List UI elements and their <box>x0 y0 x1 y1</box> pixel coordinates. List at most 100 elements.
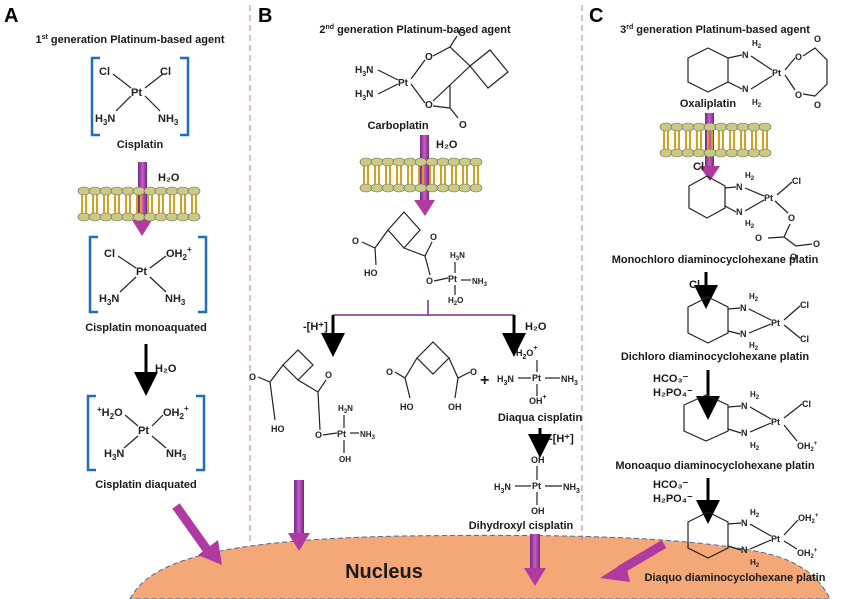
lipid-head <box>725 148 739 158</box>
lipid-tail <box>477 166 479 184</box>
svg-text:H3N: H3N <box>99 293 119 307</box>
lipid-tail <box>136 195 138 213</box>
lipid-tail <box>385 166 387 184</box>
svg-text:O: O <box>755 233 762 243</box>
lipid-tail <box>473 166 475 184</box>
ring-opened-intermediate: O HO O O Pt H3N NH3 H2O <box>352 211 488 307</box>
lipid-head <box>758 148 772 158</box>
lipid-head <box>392 183 406 193</box>
svg-text:N: N <box>740 303 747 313</box>
svg-text:H2: H2 <box>750 558 760 569</box>
reagent-c-cl-1: Cl <box>693 161 704 173</box>
reagent-c-h2po4-2: H₂PO₄⁻ <box>653 493 693 505</box>
svg-text:Pt: Pt <box>772 68 781 78</box>
svg-text:H2: H2 <box>750 508 760 519</box>
lipid-tail <box>103 195 105 213</box>
oxaliplatin-structure: N N H2 H2 Pt O O O O <box>687 34 828 110</box>
panel-letter-b: B <box>258 5 272 27</box>
svg-text:H3N: H3N <box>355 65 373 78</box>
svg-text:O: O <box>425 52 433 63</box>
lipid-tail <box>451 166 453 184</box>
svg-text:NH3: NH3 <box>563 482 580 495</box>
lipid-head <box>99 186 113 196</box>
lipid-tail <box>429 166 431 184</box>
nucleus-arrow-b-left <box>288 480 310 551</box>
svg-text:OH2+: OH2+ <box>797 548 818 560</box>
lipid-tail <box>674 131 676 149</box>
lipid-head <box>659 122 673 132</box>
svg-text:NH3: NH3 <box>166 448 187 462</box>
lipid-tail <box>107 195 109 213</box>
svg-text:O: O <box>352 236 359 246</box>
svg-text:Cl: Cl <box>802 399 811 409</box>
lipid-tail <box>125 195 127 213</box>
svg-text:Pt: Pt <box>771 534 780 544</box>
svg-text:OH2+: OH2+ <box>163 404 189 421</box>
svg-text:O: O <box>814 100 821 110</box>
label-carboplatin: Carboplatin <box>367 120 428 132</box>
svg-text:OH: OH <box>531 455 545 465</box>
svg-text:O: O <box>814 34 821 44</box>
lipid-tail <box>696 131 698 149</box>
svg-text:OH: OH <box>448 402 462 412</box>
monochloro-structure: N N H2 H2 Pt Cl O O O O <box>688 171 820 262</box>
lipid-tail <box>195 195 197 213</box>
svg-text:Pt: Pt <box>532 373 541 383</box>
svg-text:OH2+: OH2+ <box>798 513 819 525</box>
lipid-head <box>447 183 461 193</box>
reagent-c-hco3-2: HCO₃⁻ <box>653 479 689 491</box>
svg-text:N: N <box>742 84 749 94</box>
label-monoaquo: Monoaquo diaminocyclohexane platin <box>615 460 815 472</box>
reagent-b-h2o-right: H₂O <box>525 321 547 333</box>
lipid-head <box>692 148 706 158</box>
svg-text:Cl: Cl <box>104 248 115 260</box>
svg-text:O: O <box>795 90 802 100</box>
membrane-b <box>359 157 483 193</box>
lipid-head <box>370 183 384 193</box>
middle-product-structure: O HO O OH <box>386 341 477 412</box>
lipid-tail <box>173 195 175 213</box>
lipid-tail <box>374 166 376 184</box>
svg-text:NH3: NH3 <box>360 430 376 441</box>
lipid-head <box>370 157 384 167</box>
svg-text:Cl: Cl <box>800 300 809 310</box>
lipid-tail <box>389 166 391 184</box>
lipid-head <box>88 212 102 222</box>
lipid-tail <box>663 131 665 149</box>
lipid-head <box>469 183 483 193</box>
lipid-tail <box>762 131 764 149</box>
reagent-b-h2o-top: H₂O <box>436 139 458 151</box>
label-monochloro: Monochloro diaminocyclohexane platin <box>612 254 819 266</box>
lipid-tail <box>718 131 720 149</box>
lipid-tail <box>147 195 149 213</box>
lipid-tail <box>722 131 724 149</box>
lipid-head <box>747 148 761 158</box>
plus-sign: + <box>480 372 489 389</box>
reagent-a-h2o-1: H₂O <box>158 172 180 184</box>
lipid-head <box>154 212 168 222</box>
reagent-b-h-bottom: -[H⁺] <box>549 433 574 445</box>
reagent-c-hco3-1: HCO₃⁻ <box>653 373 689 385</box>
label-diaqua-cisplatin: Diaqua cisplatin <box>498 412 583 424</box>
entry-arrow-c <box>705 113 714 168</box>
svg-text:HO: HO <box>364 268 378 278</box>
lipid-head <box>436 157 450 167</box>
lipid-tail <box>744 131 746 149</box>
lipid-head <box>165 212 179 222</box>
svg-text:O: O <box>426 276 433 286</box>
monoaquo-structure: N N H2 H2 Pt Cl OH2+ <box>683 390 818 453</box>
lipid-tail <box>158 195 160 213</box>
label-dihydroxyl-cisplatin: Dihydroxyl cisplatin <box>469 520 574 532</box>
svg-text:H3N: H3N <box>338 404 353 415</box>
svg-text:H2: H2 <box>752 39 762 50</box>
svg-text:O: O <box>430 232 437 242</box>
lipid-head <box>681 148 695 158</box>
svg-text:H2: H2 <box>750 390 760 401</box>
lipid-head <box>692 122 706 132</box>
lipid-tail <box>92 195 94 213</box>
membrane-c <box>659 122 772 158</box>
svg-text:H2: H2 <box>750 441 760 452</box>
svg-text:Cl: Cl <box>792 176 801 186</box>
label-monoaquated: Cisplatin monoaquated <box>85 322 207 334</box>
